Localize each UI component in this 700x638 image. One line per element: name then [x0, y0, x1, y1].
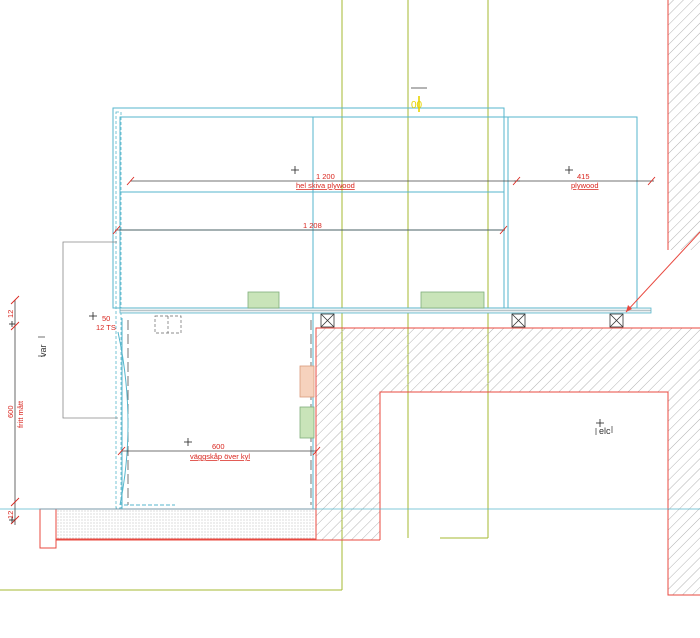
green-panel-1 [247, 291, 280, 309]
wall-hatch-right [668, 392, 700, 595]
vert-dim-bottom-label: 12 [6, 511, 15, 519]
stud-marker [320, 313, 335, 328]
green-panel-2 [420, 291, 485, 309]
door-swing-arc [117, 331, 129, 506]
wall-outline-room [379, 391, 700, 596]
red-leader-arrowhead [626, 305, 632, 312]
vert-dim-top-label: 12 [6, 310, 15, 318]
dim-415-label: 415 [577, 172, 590, 181]
dashed-fixture [154, 315, 182, 334]
floor-strip [55, 508, 317, 540]
dim-1200-note: hel skiva plywood [296, 181, 355, 190]
stud-marker [609, 313, 624, 328]
dimension-crosshairs [9, 166, 604, 523]
wall-outline-inner [315, 327, 700, 540]
red-leader-arrow [625, 231, 700, 313]
tag-brackets [38, 336, 613, 435]
stud-marker [511, 313, 526, 328]
dim-50-note: 12 TS [96, 323, 116, 332]
peach-panel [299, 365, 315, 398]
dimension-lines [14, 180, 654, 525]
axis-lines [0, 0, 489, 591]
dim-600-note: väggskåp över kyl [190, 452, 250, 461]
top-mark-label: 00 [411, 100, 423, 111]
stud-markers [320, 313, 624, 328]
dim-50-label: 50 [102, 314, 110, 323]
vert-dim-600-note: fritt mått [16, 400, 25, 428]
green-panel-3 [299, 406, 315, 439]
grey-leader [62, 241, 118, 419]
wall-outlines [56, 0, 700, 596]
dim-600-label: 600 [212, 442, 225, 451]
vert-dim-600-label: 600 [6, 405, 15, 418]
wall-hatch [316, 328, 700, 540]
upper-cabinet-inner [119, 116, 638, 309]
wall-hatch-top-right [668, 0, 700, 250]
upper-cabinet-outer [112, 107, 505, 309]
dim-1208-label: 1 208 [303, 221, 322, 230]
tag-elc-label: elc [599, 426, 611, 436]
tag-var-label: var [38, 344, 48, 357]
dim-415-note: plywood [571, 181, 599, 190]
floor-strip-end [39, 508, 57, 549]
dim-1200-label: 1 200 [316, 172, 335, 181]
